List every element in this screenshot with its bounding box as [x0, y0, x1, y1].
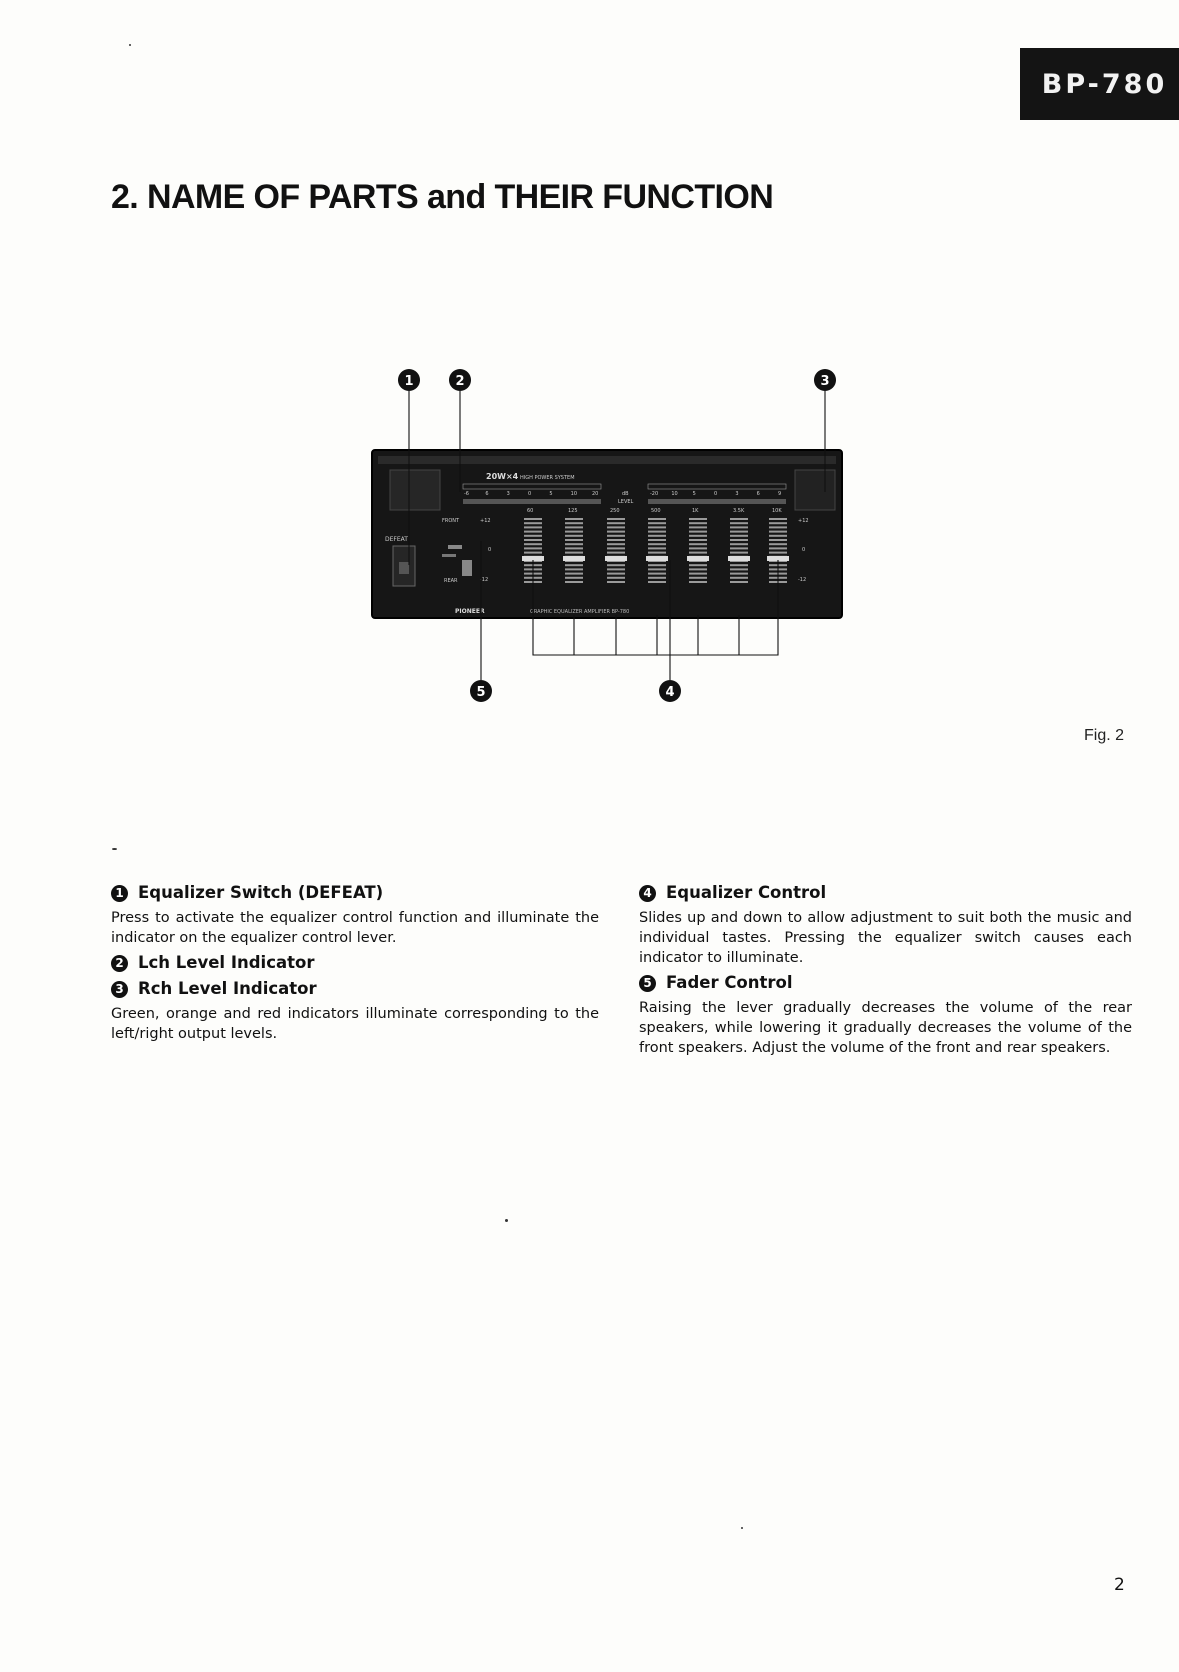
band-label: 10K — [772, 508, 782, 514]
band-labels: 60 125 250 500 1K 3.5K 10K — [527, 508, 782, 514]
svg-text:+12: +12 — [480, 518, 491, 524]
defeat-label: DEFEAT — [385, 536, 408, 543]
panel-body — [371, 449, 843, 619]
eq-slider — [687, 518, 709, 583]
meter-scale-label: 0 — [528, 491, 531, 497]
model-badge: BP-780 — [1020, 48, 1179, 120]
meter-scale-label: 0 — [714, 491, 717, 497]
page-title: 2. NAME OF PARTS and THEIR FUNCTION — [111, 178, 774, 216]
svg-text:3: 3 — [820, 374, 829, 389]
eq-slider — [563, 518, 585, 583]
number-badge-icon: 2 — [111, 954, 128, 972]
figure-caption: Fig. 2 — [1084, 727, 1125, 744]
scan-speck — [129, 44, 131, 46]
front-label: FRONT — [442, 518, 460, 524]
meter-scale-label: 3 — [507, 491, 510, 497]
scan-speck — [741, 1527, 743, 1529]
callout-3: 3 — [814, 369, 836, 391]
item-heading-5: 5 Fader Control — [639, 970, 1132, 996]
item-text-3: Green, orange and red indicators illumin… — [111, 1006, 599, 1042]
meter-scale-label: 10 — [671, 491, 677, 497]
fader-lever — [448, 545, 462, 549]
meter-scale-label: 9 — [778, 491, 781, 497]
eq-slider — [728, 518, 750, 583]
svg-text:0: 0 — [488, 547, 491, 553]
eq-slider — [646, 518, 668, 583]
number-badge-icon: 4 — [639, 884, 656, 902]
number-badge-icon: 3 — [111, 980, 128, 998]
band-label: 500 — [651, 508, 661, 514]
svg-text:1: 1 — [404, 374, 413, 389]
scan-speck — [112, 848, 117, 850]
svg-text:-12: -12 — [798, 577, 806, 583]
item-text-1: Press to activate the equalizer control … — [111, 910, 599, 946]
svg-text:5: 5 — [476, 685, 485, 700]
brand-label: PIONEER — [455, 608, 485, 615]
item-heading-3: 3 Rch Level Indicator — [111, 976, 599, 1002]
meter-scale-label: 5 — [693, 491, 696, 497]
svg-text:2: 2 — [455, 374, 464, 389]
heading-text: Equalizer Switch (DEFEAT) — [138, 883, 384, 902]
svg-text:0: 0 — [802, 547, 805, 553]
callout-1: 1 — [398, 369, 420, 391]
system-label: HIGH POWER SYSTEM — [520, 475, 575, 481]
model-line: GRAPHIC EQUALIZER AMPLIFIER BP-780 — [530, 609, 629, 615]
item-heading-1: 1 Equalizer Switch (DEFEAT) — [111, 880, 599, 906]
heading-text: Equalizer Control — [666, 883, 827, 902]
leader-lines — [408, 391, 826, 680]
band-label: 1K — [692, 508, 699, 514]
item-heading-2: 2 Lch Level Indicator — [111, 950, 599, 976]
equalizer-panel-illustration: 1 2 3 5 4 20W×4 HIGH POWER SYSTEM -6 6 3 0 — [371, 369, 843, 702]
item-text-5: Raising the lever gradually decreases th… — [639, 1000, 1132, 1056]
left-column: 1 Equalizer Switch (DEFEAT) Press to act… — [111, 880, 599, 1046]
callout-2: 2 — [449, 369, 471, 391]
rear-label: REAR — [444, 578, 458, 584]
right-column: 4 Equalizer Control Slides up and down t… — [639, 880, 1132, 1060]
page-number: 2 — [1114, 1575, 1125, 1595]
heading-text: Fader Control — [666, 973, 793, 992]
band-label: 3.5K — [733, 508, 745, 514]
meter-scale-label: -20 — [650, 491, 658, 497]
svg-text:4: 4 — [665, 685, 674, 700]
meter-scale-label: 5 — [549, 491, 552, 497]
svg-text:+12: +12 — [798, 518, 809, 524]
svg-text:-12: -12 — [480, 577, 488, 583]
scan-speck — [505, 1219, 508, 1222]
number-badge-icon: 5 — [639, 974, 656, 992]
meter-scale-label: 10 — [571, 491, 577, 497]
callout-5: 5 — [470, 680, 492, 702]
meter-scale-label: 6 — [485, 491, 488, 497]
meter-scale-label: 6 — [757, 491, 760, 497]
meter-scale-label: -6 — [464, 491, 469, 497]
rch-level-meter: -20 10 5 0 3 6 9 — [647, 483, 787, 504]
band-label: 250 — [610, 508, 620, 514]
lch-level-meter: -6 6 3 0 5 10 20 — [462, 483, 602, 504]
meter-scale-label: 20 — [592, 491, 598, 497]
equalizer-figure: 1 2 3 5 4 20W×4 HIGH POWER SYSTEM -6 6 3 0 — [360, 360, 880, 710]
number-badge-icon: 1 — [111, 884, 128, 902]
heading-text: Rch Level Indicator — [138, 979, 317, 998]
item-heading-4: 4 Equalizer Control — [639, 880, 1132, 906]
meter-scale-label: 3 — [735, 491, 738, 497]
level-label: LEVEL — [618, 499, 634, 505]
callout-4: 4 — [659, 680, 681, 702]
band-label: 125 — [568, 508, 578, 514]
db-label: dB — [622, 491, 629, 497]
band-label: 60 — [527, 508, 533, 514]
eq-slider — [605, 518, 627, 583]
item-text-4: Slides up and down to allow adjustment t… — [639, 910, 1132, 966]
heading-text: Lch Level Indicator — [138, 953, 315, 972]
power-label: 20W×4 — [486, 472, 519, 481]
